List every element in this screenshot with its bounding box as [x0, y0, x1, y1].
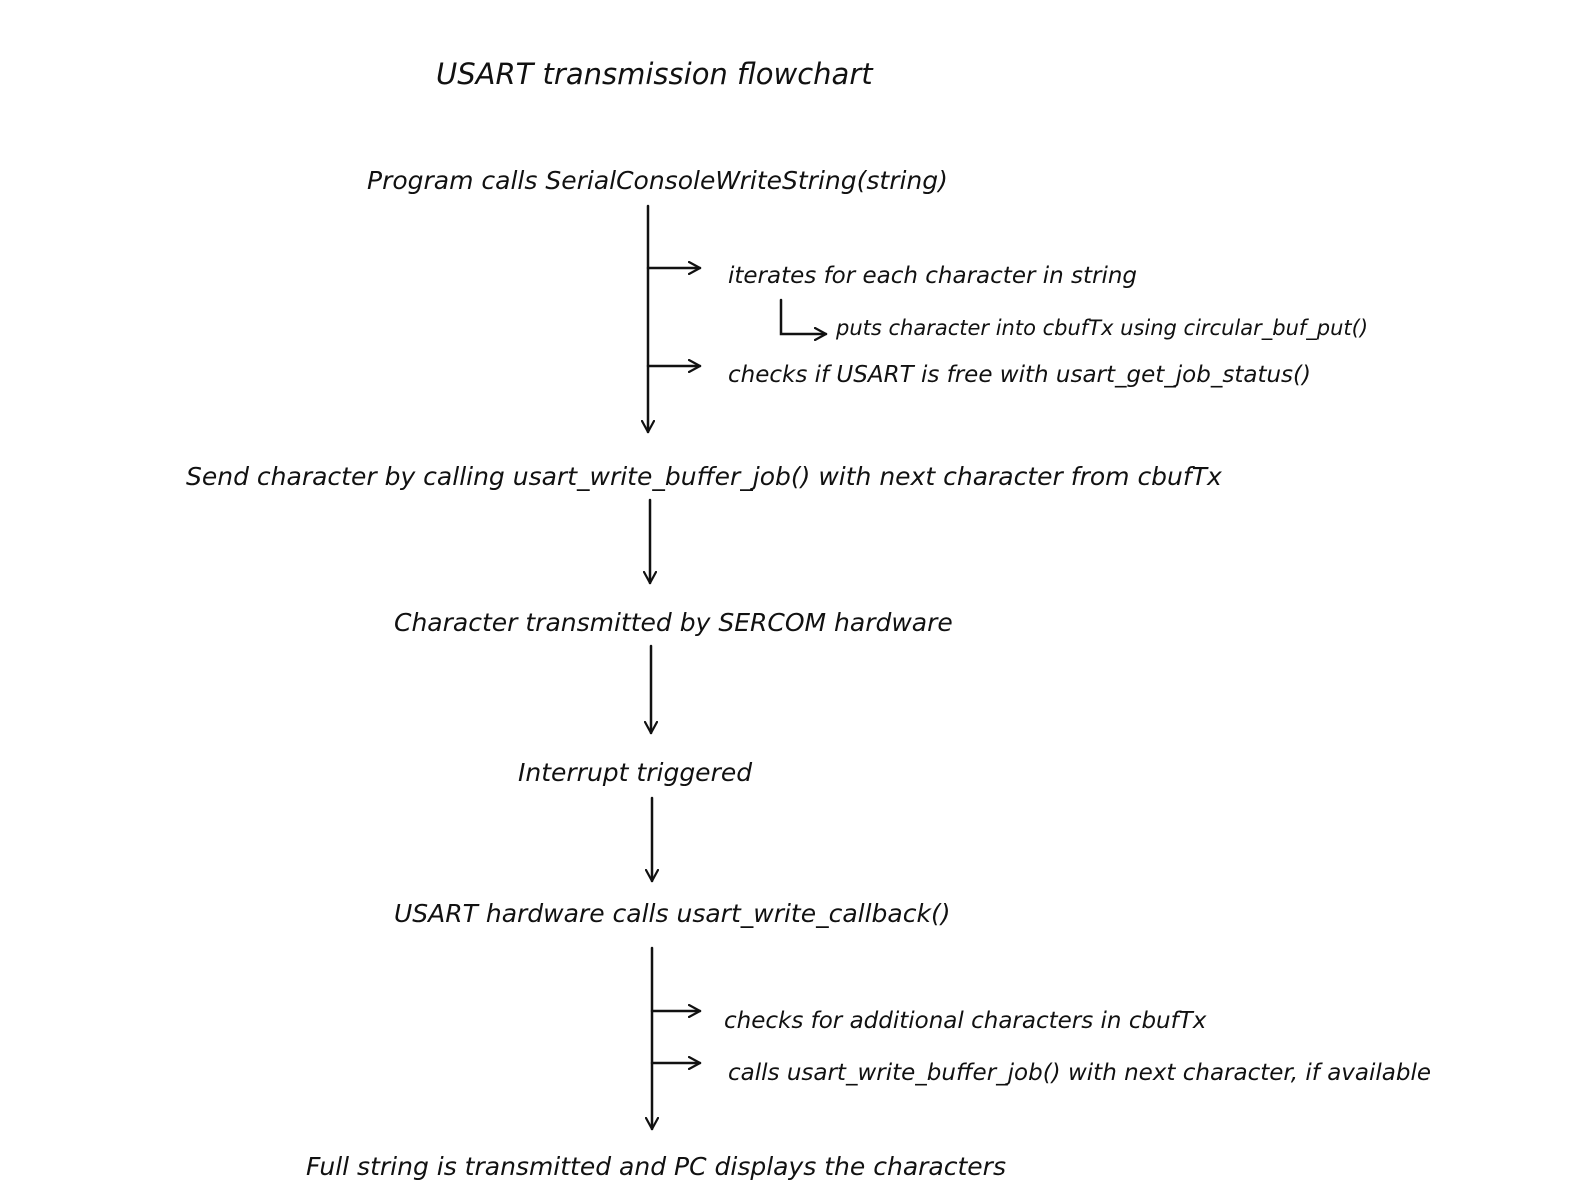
node-full-string: Full string is transmitted and PC displa…	[306, 1152, 1006, 1181]
node-send-character: Send character by calling usart_write_bu…	[186, 462, 1222, 491]
branch-calls-write-buffer: calls usart_write_buffer_job() with next…	[728, 1060, 1432, 1086]
node-program-calls: Program calls SerialConsoleWriteString(s…	[367, 166, 948, 195]
branch-checks-additional: checks for additional characters in cbuf…	[724, 1008, 1207, 1034]
branch-checks-usart-free: checks if USART is free with usart_get_j…	[728, 362, 1311, 388]
node-interrupt-triggered: Interrupt triggered	[518, 758, 753, 787]
node-usart-callback: USART hardware calls usart_write_callbac…	[394, 899, 951, 928]
node-character-transmitted: Character transmitted by SERCOM hardware	[394, 608, 953, 637]
flowchart-title: USART transmission flowchart	[436, 57, 873, 91]
arrow-puts-character-branch	[779, 298, 828, 334]
branch-puts-character: puts character into cbufTx using circula…	[836, 316, 1369, 340]
branch-iterates-characters: iterates for each character in string	[728, 263, 1138, 289]
